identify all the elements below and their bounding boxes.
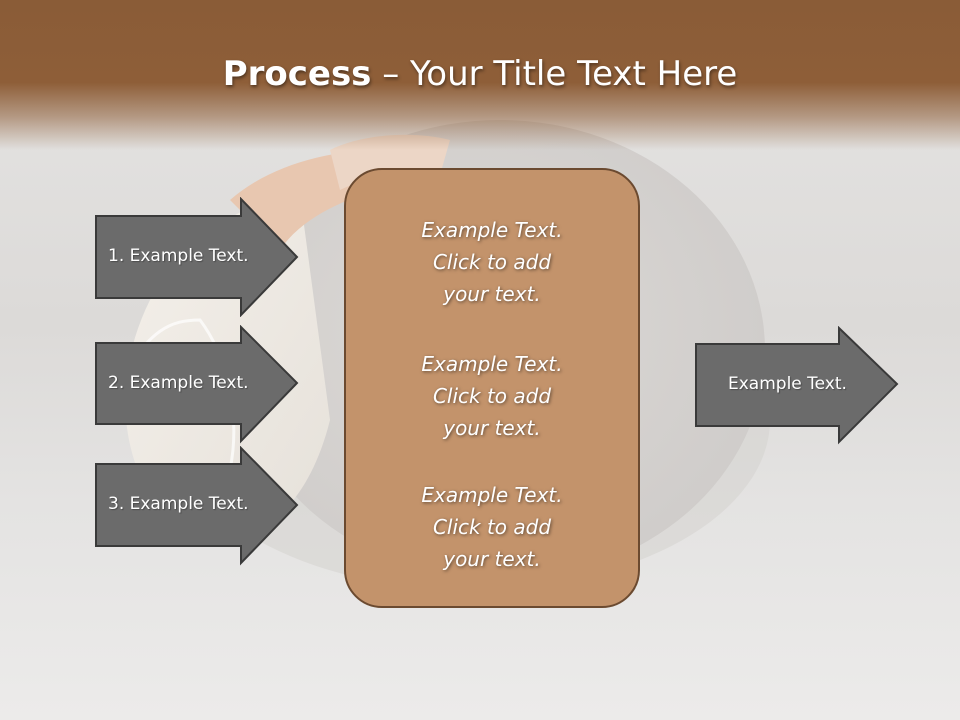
left-arrow-2[interactable]: 2. Example Text. xyxy=(94,325,300,445)
left-arrow-label: 2. Example Text. xyxy=(108,373,249,393)
title-bold-word: Process xyxy=(222,54,372,94)
arrow-shape xyxy=(695,326,899,445)
left-arrow-label: 3. Example Text. xyxy=(108,494,249,514)
right-arrow-label: Example Text. xyxy=(728,374,847,394)
text-line: Example Text. xyxy=(421,483,563,507)
text-line: your text. xyxy=(443,547,541,571)
text-block-1[interactable]: Example Text. Click to add your text. xyxy=(346,214,638,310)
left-arrow-label: 1. Example Text. xyxy=(108,246,249,266)
text-line: Click to add xyxy=(432,384,552,408)
left-arrow-3[interactable]: 3. Example Text. xyxy=(94,446,300,566)
text-block-2[interactable]: Example Text. Click to add your text. xyxy=(346,348,638,444)
title-banner xyxy=(0,0,960,150)
arrow-shape xyxy=(95,325,299,444)
center-content-box[interactable]: Example Text. Click to add your text. Ex… xyxy=(344,168,640,608)
slide-title[interactable]: Process – Your Title Text Here xyxy=(0,52,960,96)
text-block-3[interactable]: Example Text. Click to add your text. xyxy=(346,479,638,575)
left-arrow-1[interactable]: 1. Example Text. xyxy=(94,197,300,317)
text-line: Example Text. xyxy=(421,352,563,376)
text-line: your text. xyxy=(443,416,541,440)
arrow-shape xyxy=(95,446,299,566)
right-arrow[interactable]: Example Text. xyxy=(694,326,900,446)
text-line: Click to add xyxy=(432,515,552,539)
text-line: Example Text. xyxy=(421,218,563,242)
arrow-shape xyxy=(95,197,299,317)
title-rest: – Your Title Text Here xyxy=(371,54,738,94)
text-line: Click to add xyxy=(432,250,552,274)
text-line: your text. xyxy=(443,282,541,306)
